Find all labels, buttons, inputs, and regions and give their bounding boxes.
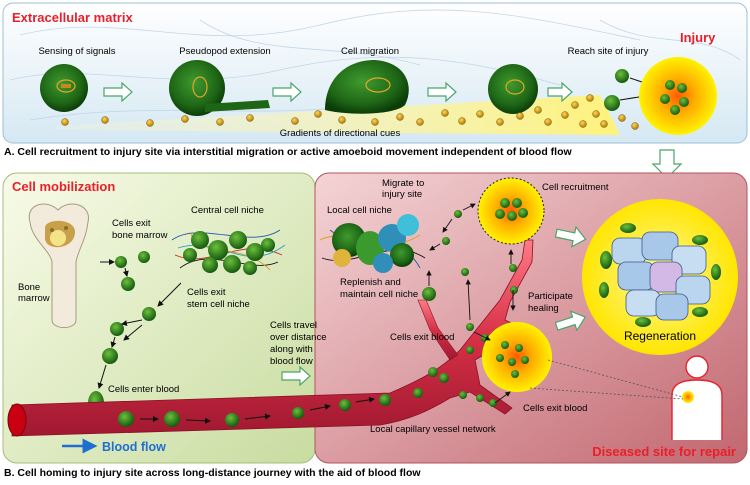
- blood-cells: [118, 264, 518, 427]
- homing-cells: [422, 210, 474, 331]
- central-cell-niche: [171, 229, 286, 275]
- recruitment-site: [477, 177, 545, 245]
- cell-pseudopod: [169, 60, 270, 116]
- cells-travel-3: along with: [270, 344, 313, 355]
- migrate-to-injury-2: injury site: [382, 189, 422, 200]
- gradient-band: [55, 95, 620, 135]
- caption-a: A. Cell recruitment to injury site via i…: [4, 146, 572, 158]
- cell-reaching-2: [604, 95, 620, 111]
- cell-recruitment-label: Cell recruitment: [542, 182, 609, 193]
- replenish-1: Replenish and: [340, 277, 401, 288]
- blood-vessel: [7, 239, 534, 437]
- local-cell-niche: [319, 214, 426, 273]
- matrix-fibres: [9, 9, 741, 121]
- caption-b: B. Cell homing to injury site across lon…: [4, 467, 421, 479]
- down-arrow: [651, 149, 683, 179]
- cell-moving: [488, 64, 538, 114]
- cells-exit-blood-label-2: Cells exit blood: [523, 403, 587, 414]
- cell-sensing: [40, 64, 88, 112]
- process-arrows-a: [103, 81, 573, 103]
- cue-dots: [61, 94, 639, 130]
- local-cell-niche-label: Local cell niche: [327, 205, 392, 216]
- replenish-2: maintain cell niche: [340, 289, 418, 300]
- zoom-line-2: [529, 387, 684, 400]
- cell-mobilization-title: Cell mobilization: [12, 179, 115, 194]
- regeneration-label: Regeneration: [624, 329, 696, 343]
- cells-exit-bone-marrow-2: bone marrow: [112, 230, 168, 241]
- cells-travel-2: over distance: [270, 332, 327, 343]
- step-label-migration: Cell migration: [341, 46, 399, 57]
- cells-exit-stem-niche-1: Cells exit: [187, 287, 226, 298]
- bone-illustration: [28, 203, 89, 328]
- cells-enter-blood-label: Cells enter blood: [108, 384, 179, 395]
- mobilization-arrows: [97, 259, 182, 389]
- migrate-to-injury-1: Migrate to: [382, 178, 424, 189]
- cells-exit-stem-niche-2: stem cell niche: [187, 299, 250, 310]
- injury-label: Injury: [680, 30, 716, 45]
- flow-arrows: [140, 396, 375, 424]
- healing-site: [482, 322, 552, 392]
- diseased-site-label: Diseased site for repair: [592, 444, 736, 459]
- capillary-network-label: Local capillary vessel network: [370, 424, 496, 435]
- cells-exit-bone-marrow-1: Cells exit: [112, 218, 151, 229]
- step-label-sensing: Sensing of signals: [38, 46, 115, 57]
- cells-exit-blood-label-1: Cells exit blood: [390, 332, 454, 343]
- bone-marrow-label-1: Bone: [18, 282, 40, 293]
- human-figure-icon: [671, 355, 723, 440]
- cells-travel-1: Cells travel: [270, 320, 317, 331]
- cell-reaching-1: [615, 69, 629, 83]
- homing-arrows: [426, 203, 516, 404]
- panel-a: Extracellular matrix Injury Sensing of s…: [2, 2, 748, 144]
- cell-migration: [325, 60, 409, 114]
- panel-b: Cell mobilization Bone marrow Cells exit…: [2, 172, 748, 464]
- zoom-line-1: [547, 359, 684, 398]
- participate-healing-1: Participate: [528, 291, 573, 302]
- extracellular-matrix-title: Extracellular matrix: [12, 10, 133, 25]
- participate-healing-2: healing: [528, 303, 559, 314]
- step-label-pseudopod: Pseudopod extension: [179, 46, 270, 57]
- regeneration-site: [582, 199, 738, 355]
- blood-flow-label: Blood flow: [102, 440, 166, 454]
- recruit-to-regen-arrow: [554, 225, 587, 248]
- heal-to-regen-arrow: [554, 310, 587, 332]
- gradient-label: Gradients of directional cues: [280, 128, 401, 139]
- step-label-reach: Reach site of injury: [568, 46, 649, 57]
- travel-arrow: [281, 365, 311, 387]
- injury-site-a: [639, 57, 717, 135]
- bone-marrow-label-2: marrow: [18, 293, 50, 304]
- cells-travel-4: blood flow: [270, 356, 313, 367]
- central-cell-niche-label: Central cell niche: [191, 205, 264, 216]
